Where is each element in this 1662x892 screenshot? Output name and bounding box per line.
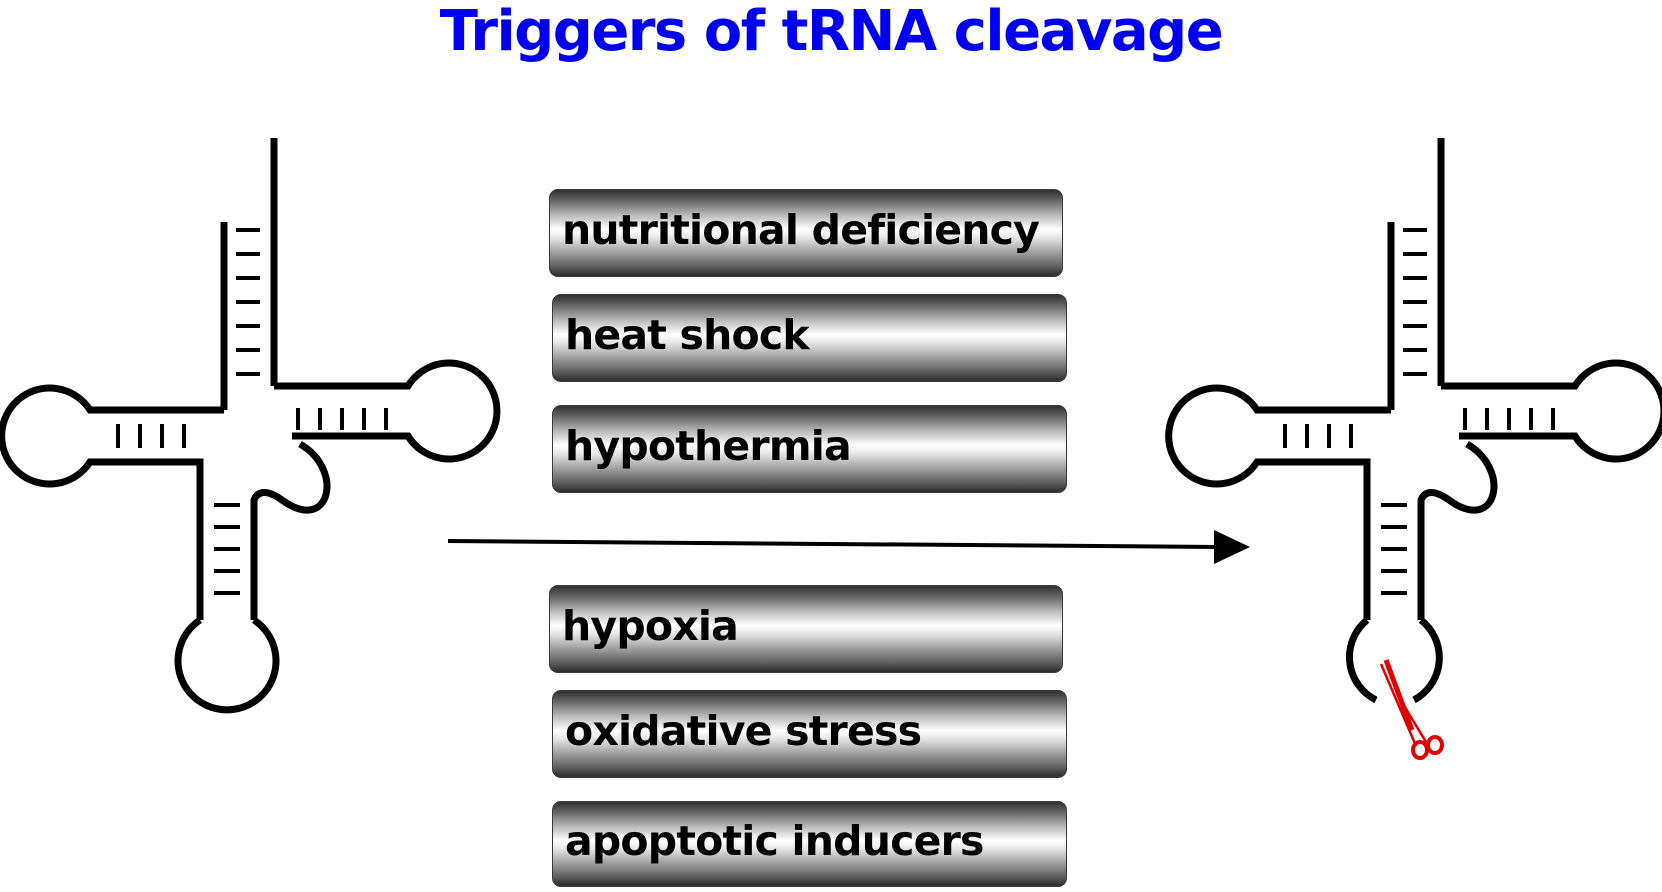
trigger-label: nutritional deficiency bbox=[562, 206, 1040, 254]
trigger-hypoxia: hypoxia bbox=[549, 585, 1063, 673]
trigger-oxidative-stress: oxidative stress bbox=[552, 690, 1067, 778]
trigger-label: oxidative stress bbox=[565, 707, 922, 755]
right-arrow-icon bbox=[447, 530, 1250, 564]
trigger-label: hypothermia bbox=[565, 422, 852, 470]
cleaved-trna-cloverleaf-icon bbox=[1165, 138, 1662, 704]
trigger-apoptotic-inducers: apoptotic inducers bbox=[552, 801, 1067, 887]
trigger-label: heat shock bbox=[565, 311, 810, 359]
trigger-label: apoptotic inducers bbox=[565, 817, 984, 865]
trigger-hypothermia: hypothermia bbox=[552, 405, 1067, 493]
diagram-title: Triggers of tRNA cleavage bbox=[439, 0, 1224, 64]
trna-cloverleaf-icon bbox=[0, 138, 501, 714]
trigger-heat-shock: heat shock bbox=[552, 294, 1067, 382]
scissors-icon bbox=[1379, 659, 1444, 760]
trigger-label: hypoxia bbox=[562, 602, 739, 650]
trigger-nutritional-deficiency: nutritional deficiency bbox=[549, 189, 1063, 277]
